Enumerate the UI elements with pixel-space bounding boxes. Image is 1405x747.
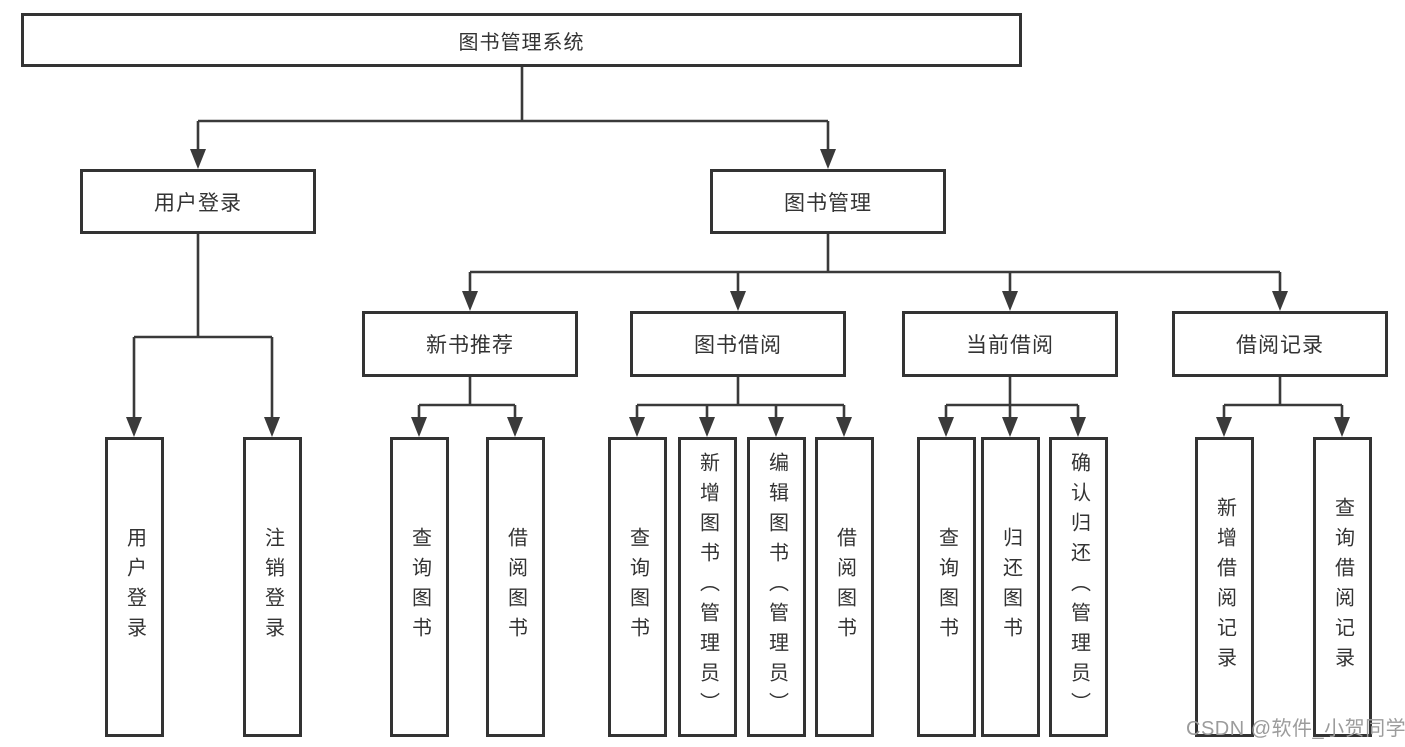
node-borrowing-records: 借阅记录 (1172, 311, 1388, 377)
leaf-edit-books-admin-label: 编辑图书（管理员） (765, 452, 788, 722)
leaf-query-books-recommend-label: 查询图书 (408, 527, 431, 647)
leaf-logout-login: 注销登录 (243, 437, 302, 737)
leaf-add-borrow-record-label: 新增借阅记录 (1213, 497, 1236, 677)
leaf-logout-login-label: 注销登录 (261, 527, 284, 647)
node-new-book-recommendation-label: 新书推荐 (426, 334, 514, 357)
leaf-borrow-books-borrowing-label: 借阅图书 (833, 527, 856, 647)
leaf-query-books-current-label: 查询图书 (935, 527, 958, 647)
leaf-return-books: 归还图书 (981, 437, 1040, 737)
node-new-book-recommendation: 新书推荐 (362, 311, 578, 377)
leaf-confirm-return-admin-label: 确认归还（管理员） (1067, 452, 1090, 722)
connector-path (132, 67, 1344, 419)
node-book-management-label: 图书管理 (784, 191, 872, 215)
leaf-query-books-borrowing-label: 查询图书 (626, 527, 649, 647)
node-library-system-label: 图书管理系统 (458, 31, 585, 54)
node-library-system: 图书管理系统 (21, 13, 1022, 67)
node-borrowing-records-label: 借阅记录 (1236, 334, 1324, 357)
leaf-confirm-return-admin: 确认归还（管理员） (1049, 437, 1108, 737)
leaf-query-books-current: 查询图书 (917, 437, 976, 737)
leaf-query-books-borrowing: 查询图书 (608, 437, 667, 737)
leaf-add-borrow-record: 新增借阅记录 (1195, 437, 1254, 737)
leaf-borrow-books-borrowing: 借阅图书 (815, 437, 874, 737)
node-user-login: 用户登录 (80, 169, 316, 234)
node-book-management: 图书管理 (710, 169, 946, 234)
leaf-return-books-label: 归还图书 (999, 527, 1022, 647)
leaf-user-login: 用户登录 (105, 437, 164, 737)
leaf-borrow-books-recommend-label: 借阅图书 (504, 527, 527, 647)
watermark-csdn: CSDN @软件_小贺同学 (1186, 718, 1405, 740)
leaf-query-books-recommend: 查询图书 (390, 437, 449, 737)
leaf-user-login-label: 用户登录 (123, 527, 146, 647)
leaf-add-books-admin: 新增图书（管理员） (678, 437, 737, 737)
node-book-borrowing: 图书借阅 (630, 311, 846, 377)
node-user-login-label: 用户登录 (154, 191, 242, 215)
leaf-edit-books-admin: 编辑图书（管理员） (747, 437, 806, 737)
node-current-borrowing: 当前借阅 (902, 311, 1118, 377)
arrowheads (126, 149, 1350, 437)
leaf-borrow-books-recommend: 借阅图书 (486, 437, 545, 737)
leaf-query-borrow-record-label: 查询借阅记录 (1331, 497, 1354, 677)
leaf-add-books-admin-label: 新增图书（管理员） (696, 452, 719, 722)
node-book-borrowing-label: 图书借阅 (694, 334, 782, 357)
node-current-borrowing-label: 当前借阅 (966, 334, 1054, 357)
leaf-query-borrow-record: 查询借阅记录 (1313, 437, 1372, 737)
